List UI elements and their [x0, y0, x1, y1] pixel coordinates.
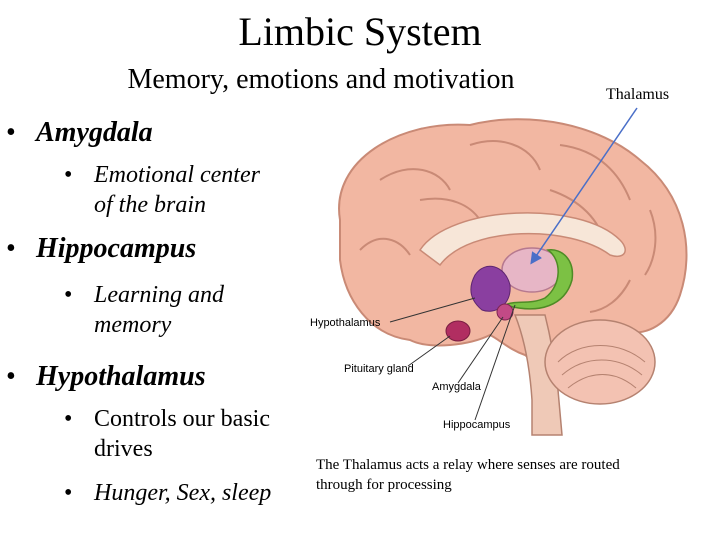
label-hypothalamus: Hypothalamus [310, 317, 381, 329]
thalamus-caption: The Thalamus acts a relay where senses a… [316, 455, 716, 495]
sub-bullet-amygdala: • Emotional center of the brain [64, 160, 260, 220]
caption-line1: The Thalamus acts a relay where senses a… [316, 457, 620, 473]
label-amygdala: Amygdala [432, 381, 482, 393]
bullet-hypothalamus: • Hypothalamus [6, 360, 206, 394]
sub-bullet-text: Learning and [94, 282, 225, 308]
cortex-shape [338, 118, 688, 367]
bullet-amygdala-text: Amygdala [36, 117, 153, 148]
bullet-hippocampus-text: Hippocampus [36, 233, 197, 264]
bullet-hippocampus: • Hippocampus [6, 232, 196, 266]
bullet-icon: • [64, 406, 73, 432]
label-hippocampus: Hippocampus [443, 419, 511, 431]
bullet-icon: • [64, 480, 73, 506]
sub-bullet-hippocampus: • Learning and memory [64, 280, 224, 340]
sub-bullet-hunger: • Hunger, Sex, sleep [64, 478, 271, 508]
sub-bullet-text-cont: of the brain [94, 192, 206, 218]
label-pituitary: Pituitary gland [344, 363, 414, 375]
bullet-icon: • [6, 233, 16, 264]
sub-bullet-drives: • Controls our basic drives [64, 404, 270, 464]
caption-line2: through for processing [316, 477, 452, 493]
cerebellum-folds [557, 345, 646, 389]
slide-subtitle: Memory, emotions and motivation [127, 64, 515, 95]
sub-bullet-text-cont: drives [94, 436, 153, 462]
sub-bullet-text: Emotional center [94, 162, 260, 188]
sub-bullet-text-cont: memory [94, 312, 172, 338]
bullet-amygdala: • Amygdala [6, 116, 153, 150]
brain-diagram: Hypothalamus Pituitary gland Amygdala Hi… [310, 118, 688, 436]
bullet-icon: • [64, 162, 73, 188]
bullet-hypothalamus-text: Hypothalamus [36, 361, 206, 392]
sub-bullet-text: Hunger, Sex, sleep [94, 480, 272, 506]
bullet-icon: • [6, 117, 16, 148]
slide-title: Limbic System [238, 9, 482, 54]
sub-bullet-text: Controls our basic [94, 406, 270, 432]
leader-lines [389, 297, 516, 421]
bullet-icon: • [64, 282, 73, 308]
cerebellum-shape [544, 319, 656, 405]
thalamus-callout-label: Thalamus [606, 86, 670, 103]
bullet-icon: • [6, 361, 16, 392]
pituitary-shape [445, 320, 471, 342]
